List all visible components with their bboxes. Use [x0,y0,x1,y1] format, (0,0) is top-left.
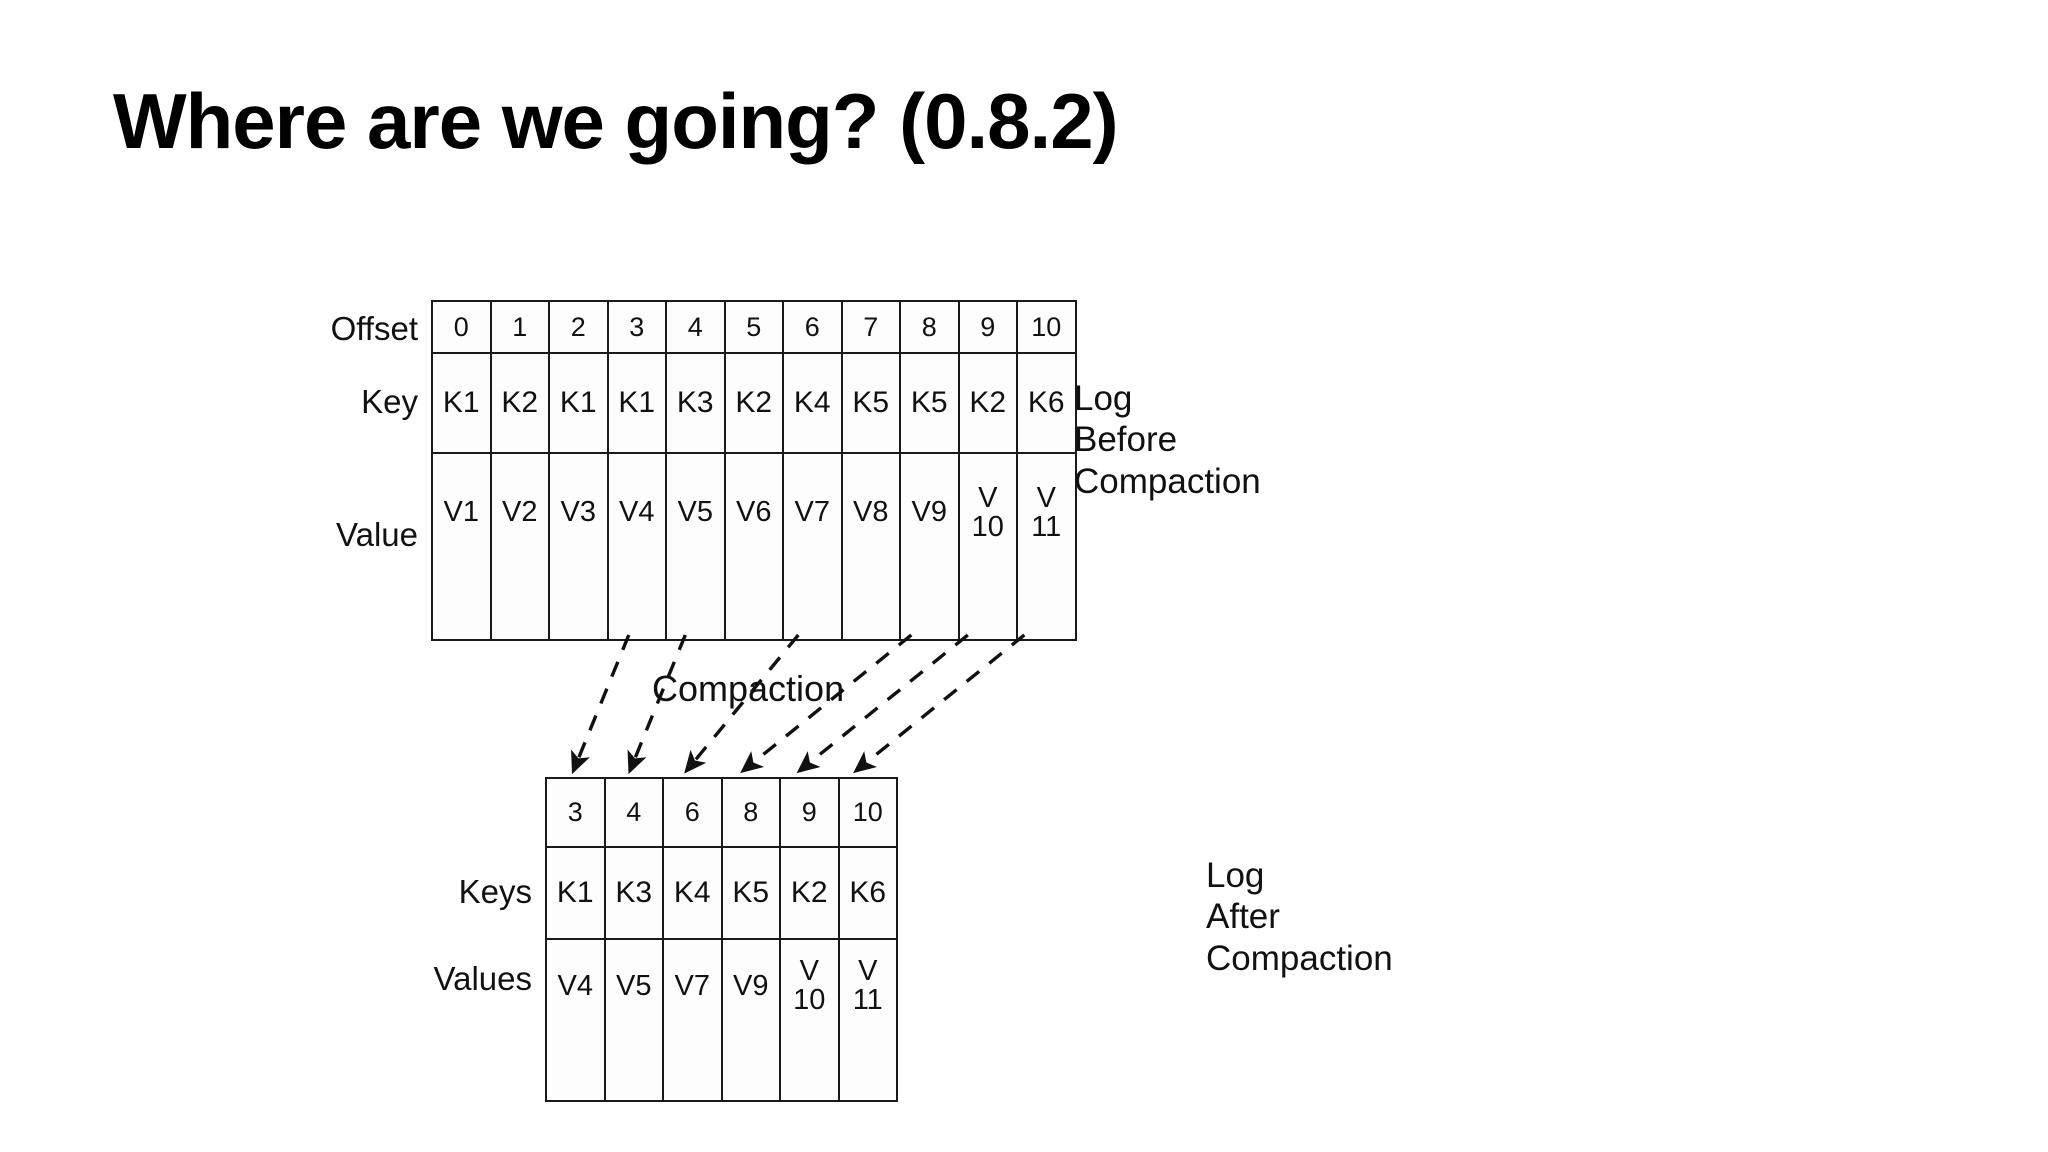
key-cell: K2 [779,846,840,940]
value-text-line2: 11 [852,984,883,1016]
row-label-value: Value [336,516,418,553]
offset-cell: 1 [489,300,550,354]
value-cell: V4 [606,452,667,641]
key-cell: K2 [489,352,550,454]
value-text-line2: 11 [1031,510,1062,543]
key-cell: K5 [720,846,781,940]
key-cell: K5 [899,352,960,454]
compaction-arrow [853,633,1026,774]
caption-after-line-2: After [1206,897,1280,937]
offset-cell: 9 [957,300,1018,354]
value-text: V8 [853,496,889,528]
caption-after-line-3: Compaction [1206,938,1393,978]
value-text: V4 [619,496,655,528]
value-text: V7 [674,969,710,1002]
key-cell: K6 [837,846,898,940]
value-text: V4 [557,969,593,1002]
caption-after-line-1: Log [1206,856,1265,895]
key-cell: K2 [957,352,1018,454]
value-cell: V2 [489,452,550,641]
key-cell: K1 [545,846,606,940]
compaction-label: Compaction [652,668,845,709]
value-cell: V1 [431,452,492,641]
value-text: V7 [794,496,830,528]
row-label-values: Values [433,960,532,997]
offset-cell: 4 [603,777,664,848]
offset-cell: 6 [782,300,843,354]
value-text-line2: 10 [971,510,1004,543]
key-cell: K4 [782,352,843,454]
offset-cell: 9 [779,777,840,848]
key-cell: K1 [548,352,609,454]
compaction-arrow [571,634,631,775]
value-cell: V7 [662,938,723,1102]
key-cell: K3 [665,352,726,454]
offset-cell: 4 [665,300,726,354]
value-text: V6 [736,496,772,528]
value-cell: V5 [603,938,664,1102]
key-cell: K4 [662,846,723,940]
value-cell: V6 [723,452,784,641]
key-cell: K1 [431,352,492,454]
key-cell: K3 [603,846,664,940]
value-text: V3 [560,496,596,528]
value-text: V1 [443,496,479,528]
value-text: V9 [911,496,947,528]
value-cell: V7 [782,452,843,641]
row-label-key: Key [361,383,418,420]
value-text: V9 [733,969,769,1002]
value-cell: V8 [840,452,901,641]
value-cell: V3 [548,452,609,641]
row-label-keys: Keys [458,873,532,910]
offset-cell: 3 [545,777,606,848]
key-cell: K2 [723,352,784,454]
value-text: V5 [616,969,652,1002]
offset-cell: 7 [840,300,901,354]
offset-cell: 2 [548,300,609,354]
offset-cell: 8 [720,777,781,848]
offset-cell: 10 [837,777,898,848]
offset-cell: 8 [899,300,960,354]
caption-before-line-2: Before [1074,420,1178,460]
offset-cell: 3 [606,300,667,354]
offset-cell: 10 [1016,300,1077,354]
value-cell: V4 [545,938,606,1102]
offset-cell: 5 [723,300,784,354]
value-cell: V9 [720,938,781,1102]
value-text: V2 [502,496,538,528]
value-cell: V9 [899,452,960,641]
caption-before-line-3: Compaction [1074,461,1261,501]
key-cell: K1 [606,352,667,454]
value-text-line2: 10 [793,984,826,1016]
key-cell: K6 [1016,352,1077,454]
row-label-offset: Offset [330,310,418,347]
key-cell: K5 [840,352,901,454]
value-text: V5 [677,496,713,528]
page-title: Where are we going? (0.8.2) [113,77,1119,165]
value-cell: V5 [665,452,726,641]
offset-cell: 0 [431,300,492,354]
offset-cell: 6 [662,777,723,848]
caption-before-line-1: Log [1074,379,1133,418]
